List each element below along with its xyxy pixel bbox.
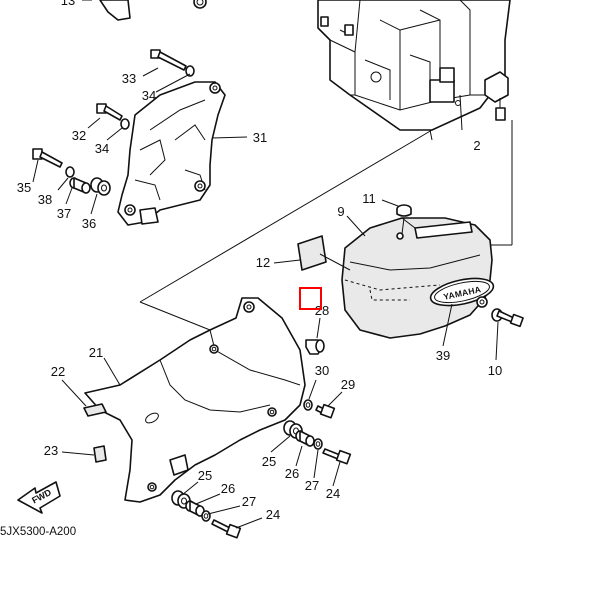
callout-34-upper: 34 <box>142 88 156 103</box>
callout-26-mid: 26 <box>285 466 299 481</box>
pad-23 <box>93 445 107 463</box>
callout-11: 11 <box>362 191 376 206</box>
bolt-29 <box>315 403 336 419</box>
drawing-code: 5JX5300-A200 <box>0 526 76 538</box>
callout-27-mid: 27 <box>305 478 319 493</box>
callout-9: 9 <box>337 204 344 219</box>
callout-10: 10 <box>488 363 502 378</box>
callout-22: 22 <box>51 364 65 379</box>
clip-part-2 <box>495 98 506 121</box>
bolt-35 <box>32 148 75 178</box>
side-cover-9 <box>341 217 495 339</box>
callout-34-lower: 34 <box>95 141 109 156</box>
callout-2: 2 <box>473 138 480 153</box>
callout-12: 12 <box>256 255 270 270</box>
callout-28: 28 <box>315 303 329 318</box>
bolt-33 <box>150 49 195 77</box>
washer-27a <box>313 438 323 450</box>
spacer-26a <box>295 430 315 447</box>
callout-24-mid: 24 <box>326 486 340 501</box>
callout-29: 29 <box>341 377 355 392</box>
sprocket-cover-31 <box>117 81 226 226</box>
grommet-11 <box>396 204 412 240</box>
callout-36: 36 <box>82 216 96 231</box>
spacer-26b <box>185 500 205 517</box>
washer-27b <box>201 510 211 522</box>
callout-31: 31 <box>253 130 267 145</box>
callout-25-mid: 25 <box>262 454 276 469</box>
fwd-arrow-icon <box>17 481 61 514</box>
pin-28 <box>305 339 325 355</box>
grommet-36 <box>90 177 111 196</box>
callout-33: 33 <box>122 71 136 86</box>
pad-22 <box>83 403 107 417</box>
callout-21: 21 <box>89 345 103 360</box>
bolt-24a <box>322 448 352 465</box>
bolt-24b <box>211 519 242 539</box>
bolt-10 <box>491 308 524 328</box>
callout-13: 13 <box>61 0 75 8</box>
spacer-37 <box>69 177 91 194</box>
battery-box-assembly <box>317 0 511 141</box>
callout-38: 38 <box>38 192 52 207</box>
callout-25-low: 25 <box>198 468 212 483</box>
chain-guard-21 <box>84 297 306 503</box>
callout-24-low: 24 <box>266 507 280 522</box>
pad-12 <box>297 235 351 271</box>
highlight-box[interactable] <box>299 287 322 310</box>
callout-30: 30 <box>315 363 329 378</box>
upper-bracket-fragment <box>82 0 207 21</box>
callout-23: 23 <box>44 443 58 458</box>
callout-26-low: 26 <box>221 481 235 496</box>
callout-35: 35 <box>17 180 31 195</box>
callout-27-low: 27 <box>242 494 256 509</box>
callout-32: 32 <box>72 128 86 143</box>
callout-labels: 13 33 34 32 34 31 35 38 37 36 2 11 9 12 … <box>17 0 502 522</box>
leader-lines <box>32 67 499 529</box>
bolt-32 <box>96 103 130 130</box>
callout-37: 37 <box>57 206 71 221</box>
washer-30 <box>303 399 313 411</box>
callout-39: 39 <box>436 348 450 363</box>
